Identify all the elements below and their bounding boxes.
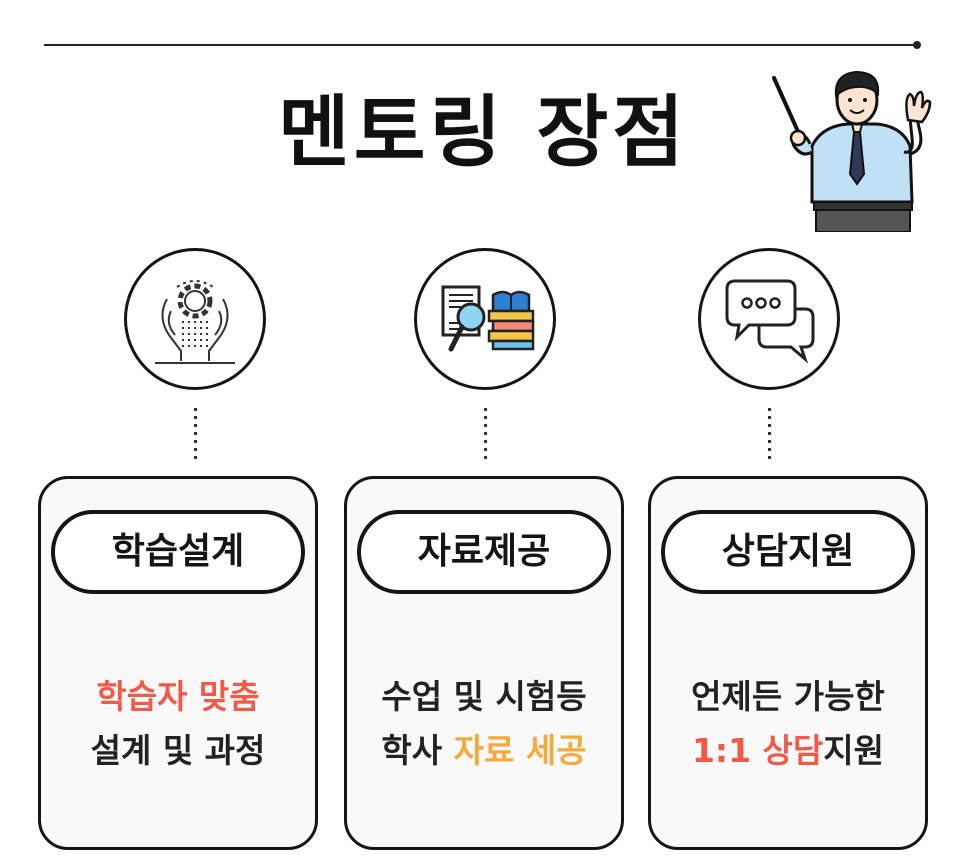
connector-dots <box>484 408 487 464</box>
card-label-learning-design: 학습설계 <box>51 510 305 594</box>
design-icon-circle <box>124 248 266 390</box>
card-description-materials: 수업 및 시험등 학사 자료 세공 <box>344 670 624 778</box>
chat-bubbles-icon <box>725 279 815 364</box>
documents-books-icon <box>441 285 535 352</box>
connector-dots <box>768 408 771 464</box>
description-line: 설계 및 과정 <box>90 731 266 770</box>
description-text: 학사 <box>381 731 454 770</box>
top-divider <box>44 44 918 46</box>
highlight-text: 자료 세공 <box>453 731 587 770</box>
description-line: 수업 및 시험등 <box>381 677 587 716</box>
divider-end-dot <box>913 41 921 49</box>
card-description-learning-design: 학습자 맞춤 설계 및 과정 <box>38 670 318 778</box>
card-label-consulting: 상담지원 <box>661 510 915 594</box>
gear-hands-icon <box>155 280 235 364</box>
highlight-text: 학습자 맞춤 <box>96 677 260 716</box>
connector-dots <box>194 408 197 464</box>
description-line: 언제든 가능한 <box>691 677 885 716</box>
card-description-consulting: 언제든 가능한 1:1 상담지원 <box>648 670 928 778</box>
teacher-illustration <box>772 70 932 232</box>
description-text: 지원 <box>823 731 885 770</box>
materials-icon-circle <box>414 248 556 390</box>
page-title: 멘토링 장점 <box>278 88 688 178</box>
consult-icon-circle <box>698 248 840 390</box>
card-label-materials: 자료제공 <box>357 510 611 594</box>
highlight-text: 1:1 상담 <box>691 731 824 770</box>
